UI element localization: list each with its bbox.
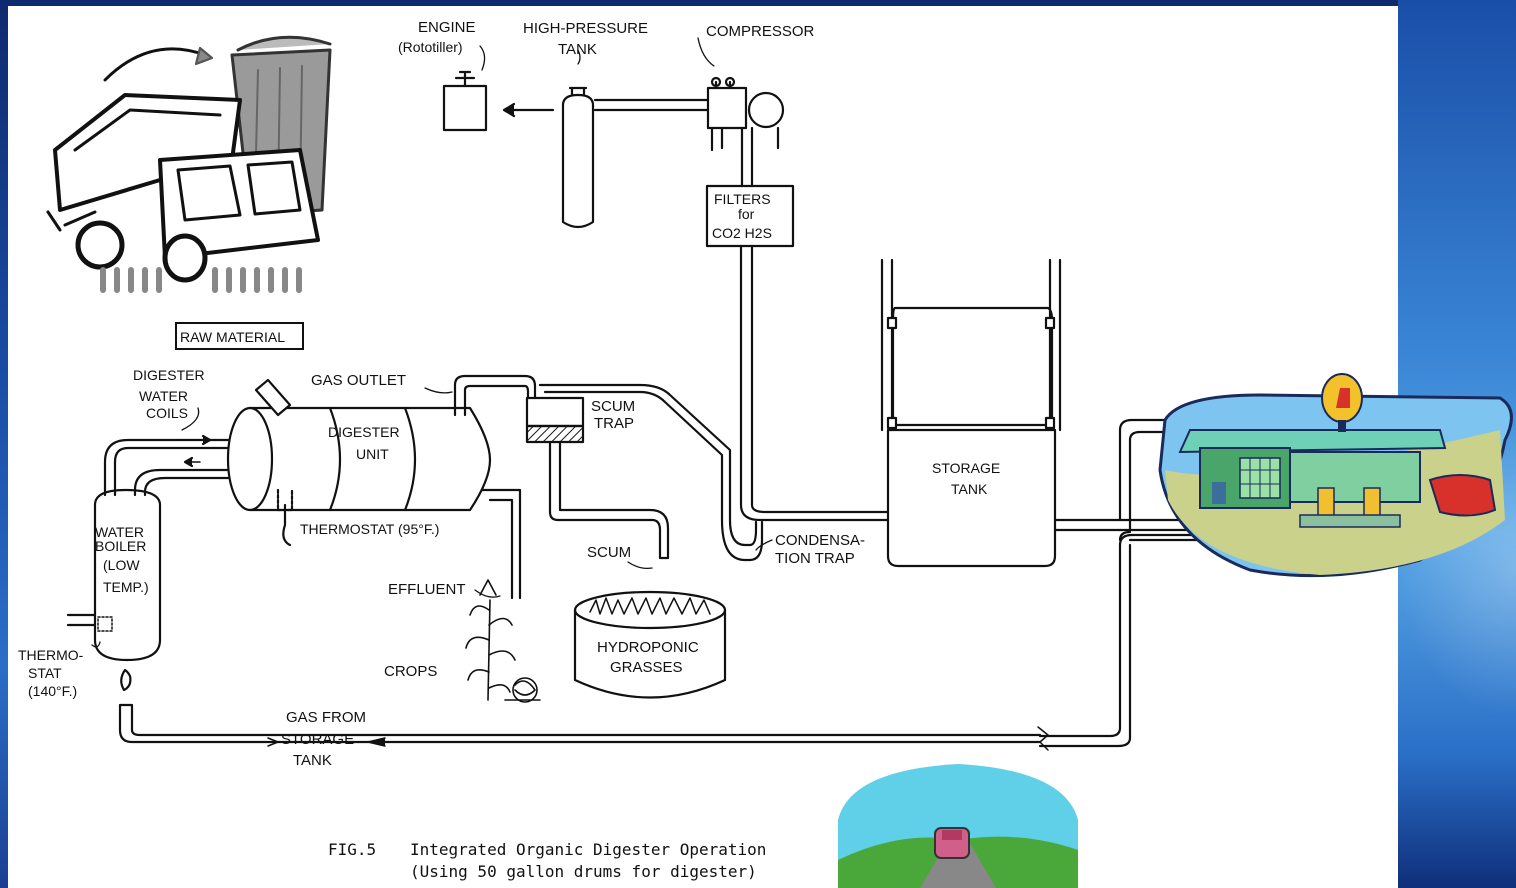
- compressor-box: [706, 86, 748, 130]
- label-digester-coils-3: COILS: [146, 405, 188, 421]
- filters-box: [705, 184, 795, 248]
- storage-tank: [886, 428, 1057, 568]
- label-effluent: EFFLUENT: [388, 581, 466, 598]
- caption-fig: FIG.5: [328, 840, 376, 859]
- storage-tank-float: [891, 306, 1054, 427]
- scum-trap: [525, 396, 585, 428]
- label-water-boiler-3: (LOW: [103, 557, 140, 573]
- label-water-boiler-1: WATER: [95, 524, 144, 540]
- label-crops: CROPS: [384, 663, 437, 680]
- gas-station-icon: [1158, 373, 1513, 578]
- label-hydroponic-2: GRASSES: [610, 659, 683, 676]
- label-raw-material: RAW MATERIAL: [180, 329, 285, 345]
- label-digester-coils-1: DIGESTER: [133, 367, 205, 383]
- label-hp-tank-2: TANK: [558, 41, 597, 58]
- label-water-boiler-2: BOILER: [95, 538, 146, 554]
- label-filters-1: FILTERS: [714, 191, 771, 207]
- caption-line1: Integrated Organic Digester Operation: [410, 840, 766, 859]
- label-digester-unit-1: DIGESTER: [328, 424, 400, 440]
- label-filters-2: for: [738, 206, 755, 222]
- compressor-wheel: [747, 91, 785, 129]
- label-thermo-stat-2: STAT: [28, 665, 62, 681]
- label-hp-tank-1: HIGH-PRESSURE: [523, 20, 648, 37]
- water-boiler: [93, 488, 162, 662]
- label-digester-unit-2: UNIT: [356, 446, 389, 462]
- label-filters-3: CO2 H2S: [712, 225, 772, 241]
- engine-box: [442, 84, 488, 132]
- label-gas-from-2: STORAGE: [281, 731, 354, 748]
- label-engine: ENGINE: [418, 19, 476, 36]
- label-gas-from-3: TANK: [293, 752, 332, 769]
- label-condensation-1: CONDENSA-: [775, 532, 865, 549]
- raw-material-box: [175, 322, 304, 350]
- high-pressure-tank: [561, 93, 595, 229]
- scum-trap-hatched: [525, 424, 585, 444]
- road-car-icon: [838, 764, 1078, 888]
- label-gas-from-1: GAS FROM: [286, 709, 366, 726]
- label-thermo-stat-1: THERMO-: [18, 647, 84, 663]
- label-hydroponic-1: HYDROPONIC: [597, 639, 699, 656]
- label-storage-tank-2: TANK: [951, 481, 988, 497]
- label-thermo-stat-3: (140°F.): [28, 683, 77, 699]
- label-compressor: COMPRESSOR: [706, 23, 815, 40]
- label-scum-trap-1: SCUM: [591, 398, 635, 415]
- label-condensation-2: TION TRAP: [775, 550, 855, 567]
- label-storage-tank-1: STORAGE: [932, 460, 1000, 476]
- label-digester-coils-2: WATER: [139, 388, 188, 404]
- label-thermostat-95: THERMOSTAT (95°F.): [300, 521, 439, 537]
- label-scum-trap-2: TRAP: [594, 415, 634, 432]
- crops-illustration: [465, 579, 541, 703]
- label-gas-outlet: GAS OUTLET: [311, 372, 406, 389]
- label-engine-sub: (Rototiller): [398, 39, 463, 55]
- digester-drum: [248, 406, 492, 512]
- dump-truck-icon: [46, 35, 332, 293]
- caption-line2: (Using 50 gallon drums for digester): [410, 862, 757, 881]
- label-water-boiler-4: TEMP.): [103, 579, 149, 595]
- label-scum: SCUM: [587, 544, 631, 561]
